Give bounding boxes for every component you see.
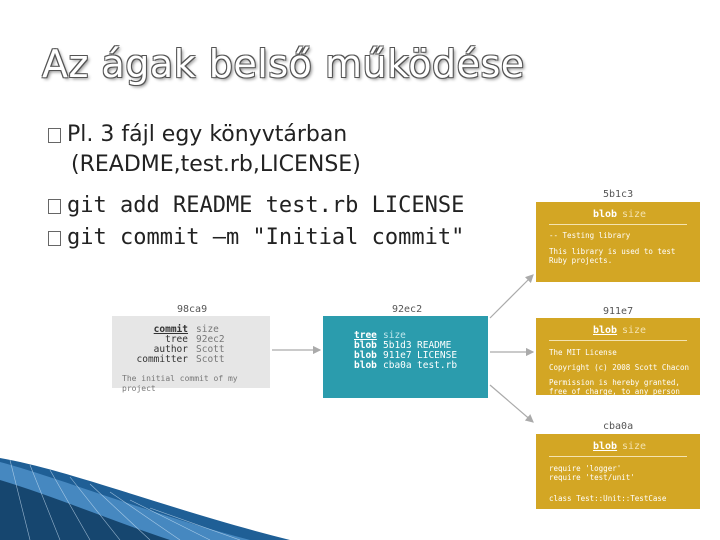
tree-blob-file-3: test.rb [417, 361, 457, 371]
arrow-tree-to-blob3 [490, 385, 533, 422]
blob-object-test-rb: blob size require 'logger' require 'test… [536, 434, 700, 509]
blob-object-readme: blob size -- Testing library This librar… [536, 202, 700, 282]
bullet-git-commit: git commit –m "Initial commit" [48, 222, 464, 254]
blob2-text-4: free of charge, to any person [549, 387, 680, 396]
commit-id-label: 98ca9 [177, 304, 207, 315]
blob1-key: blob [593, 209, 617, 220]
blob2-id-label: 911e7 [603, 306, 633, 317]
blob3-key: blob [593, 441, 617, 452]
blob2-size: size [622, 325, 646, 336]
tree-id-label: 92ec2 [392, 304, 422, 315]
blob2-text-3: Permission is hereby granted, [549, 378, 680, 387]
blob3-divider [549, 456, 687, 457]
blob3-size: size [622, 441, 646, 452]
blob-object-license: blob size The MIT License Copyright (c) … [536, 318, 700, 395]
arrow-tree-to-blob1 [490, 275, 533, 318]
bullet-text-line2: (README,test.rb,LICENSE) [48, 150, 361, 180]
slide-title: Az ágak belső működése [42, 42, 525, 86]
git-add-command: git add README test.rb LICENSE [67, 193, 464, 218]
blob2-text-2: Copyright (c) 2008 Scott Chacon [549, 363, 689, 372]
bullet-text-line1: Pl. 3 fájl egy könyvtárban [67, 122, 347, 147]
blob2-divider [549, 340, 687, 341]
blob2-text-1: The MIT License [549, 348, 617, 357]
blob2-key: blob [593, 325, 617, 336]
tree-blob-hash-3: cba0a [383, 361, 412, 371]
blob1-size: size [622, 209, 646, 220]
bullet-box-icon [48, 128, 61, 143]
decorative-swoosh [0, 440, 300, 540]
commit-val-committer: Scott [196, 355, 225, 365]
bullet-box-icon [48, 231, 61, 246]
bullet-box-icon [48, 199, 61, 214]
blob3-id-label: cba0a [603, 421, 633, 432]
git-commit-command: git commit –m "Initial commit" [67, 225, 464, 250]
blob1-id-label: 5b1c3 [603, 189, 633, 200]
bullet-git-add: git add README test.rb LICENSE [48, 190, 464, 222]
commit-key-committer: committer [122, 355, 188, 365]
blob1-text-2: This library is used to test [549, 247, 675, 256]
blob1-text-1: -- Testing library [549, 231, 630, 240]
blob1-divider [549, 224, 687, 225]
bullet-commands: git add README test.rb LICENSE git commi… [48, 190, 464, 254]
commit-object: commit size tree 92ec2 author Scott comm… [112, 316, 270, 388]
bullet-example: Pl. 3 fájl egy könyvtárban (README,test.… [48, 120, 361, 180]
commit-message: The initial commit of my project [122, 374, 270, 394]
tree-blob-key-3: blob [354, 361, 377, 371]
tree-object: tree size blob 5b1d3 README blob 911e7 L… [323, 316, 488, 398]
blob3-text-1: require 'logger' [549, 464, 621, 473]
blob3-text-3: class Test::Unit::TestCase [549, 494, 666, 503]
blob1-text-3: Ruby projects. [549, 256, 612, 265]
blob3-text-2: require 'test/unit' [549, 473, 635, 482]
